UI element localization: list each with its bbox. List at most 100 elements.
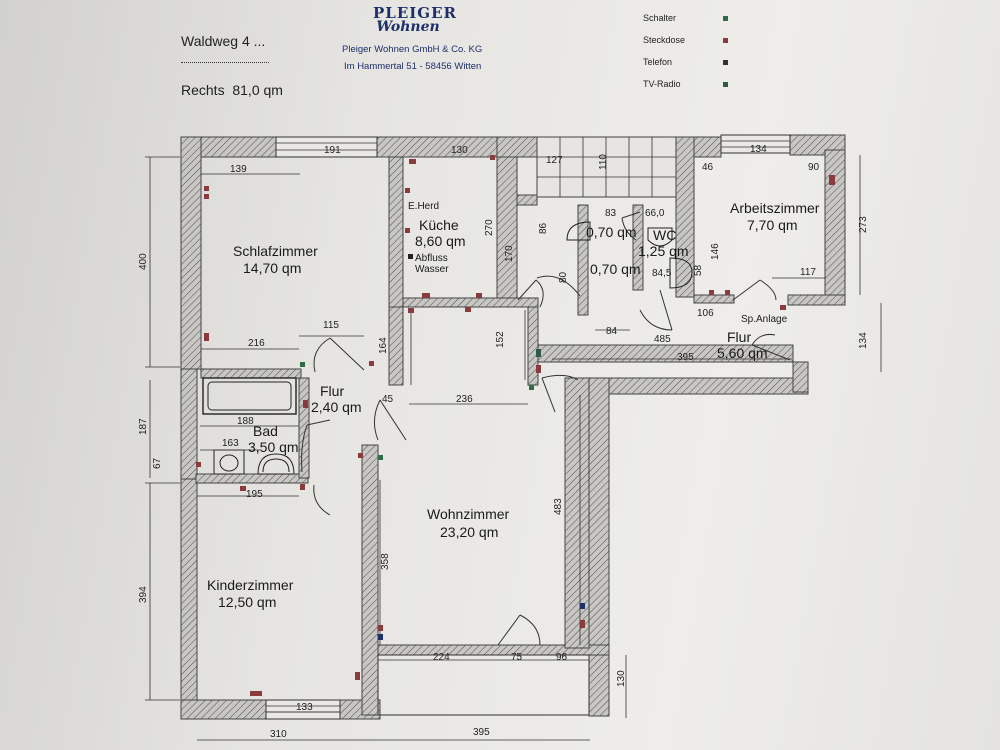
socket-marker [303, 400, 308, 408]
room-area-kinderzimmer: 12,50 qm [218, 594, 276, 610]
legend-item-swatch [723, 60, 728, 65]
dim-label: 164 [378, 337, 389, 354]
room-name-wc: WC [653, 227, 676, 243]
room-name-kueche: Küche [419, 217, 459, 233]
dim-label: 395 [677, 352, 694, 363]
electrical-markers [196, 155, 835, 696]
dim-label: 117 [800, 267, 816, 278]
legend-item: Schalter [643, 13, 743, 27]
dimension-labels: 191 130 127 110 134 46 90 139 400 270 17… [138, 144, 869, 740]
legend-item-label: Schalter [643, 13, 677, 23]
address-text: Waldweg 4 ... [181, 33, 266, 49]
legend-item-label: TV-Radio [643, 79, 681, 89]
unit-area-text: Rechts 81,0 qm [181, 82, 283, 98]
dim-label: 80 [558, 271, 569, 283]
socket-marker [300, 484, 305, 490]
switch-marker [378, 455, 383, 460]
switch-marker [529, 385, 534, 390]
dim-label: 134 [750, 144, 767, 155]
room-name-kinderzimmer: Kinderzimmer [207, 577, 294, 593]
wc-toilet [647, 227, 673, 247]
company-name-text: Pleiger Wohnen GmbH & Co. KG [342, 44, 483, 55]
dim-label: 127 [546, 155, 563, 166]
label-wasser: Wasser [415, 264, 449, 275]
water-marker [408, 254, 413, 259]
dim-label: 83 [605, 208, 617, 219]
socket-marker [250, 691, 262, 696]
dim-label: 96 [556, 652, 568, 663]
dim-label: 187 [138, 418, 149, 435]
tv-marker [580, 603, 585, 609]
socket-marker [408, 308, 414, 313]
windows [265, 134, 791, 720]
abstell-sink [566, 221, 591, 241]
dim-label: 270 [484, 219, 495, 236]
label-sp-anlage: Sp.Anlage [741, 314, 788, 325]
dim-label: 395 [473, 727, 490, 738]
dim-label: 139 [230, 164, 247, 175]
label-abfluss: Abfluss [415, 253, 448, 264]
socket-marker [465, 307, 471, 312]
dim-label: 90 [808, 162, 820, 173]
room-area-wohnzimmer: 23,20 qm [440, 524, 498, 540]
switch-marker [300, 362, 305, 367]
socket-marker [829, 175, 835, 185]
socket-marker [409, 159, 416, 164]
interior-walls [195, 136, 794, 716]
socket-marker [490, 155, 495, 160]
dim-label: 236 [456, 394, 473, 405]
bath-fixtures [202, 221, 693, 475]
socket-marker [580, 620, 585, 628]
switch-marker [536, 349, 541, 357]
legend-item-swatch [723, 38, 728, 43]
socket-marker [204, 333, 209, 341]
room-area-abstell-b: 0,70 qm [590, 261, 641, 277]
dim-label: 152 [495, 331, 506, 348]
dim-label: 46 [702, 162, 714, 173]
bad-toilet [213, 449, 245, 475]
socket-marker [204, 186, 209, 191]
bad-sink [257, 453, 295, 475]
dim-label: 224 [433, 652, 450, 663]
dim-label: 195 [246, 489, 263, 500]
doors [301, 211, 791, 646]
dim-label: 66,0 [645, 208, 665, 219]
dim-label: 130 [616, 670, 627, 687]
socket-marker [536, 365, 541, 373]
dim-label: 84 [606, 326, 618, 337]
room-area-flur-gross: 5,60 qm [717, 345, 768, 361]
dim-label: 400 [138, 253, 149, 270]
room-area-wc: 1,25 qm [638, 243, 689, 259]
dim-label: 130 [451, 145, 468, 156]
socket-marker [240, 486, 246, 491]
tv-marker [378, 634, 383, 640]
room-area-kueche: 8,60 qm [415, 233, 466, 249]
dim-label: 133 [296, 702, 313, 713]
socket-marker [378, 625, 383, 631]
address-underline [181, 62, 269, 63]
dim-label: 84,5 [652, 268, 672, 279]
room-name-flur-klein: Flur [320, 383, 344, 399]
dim-label: 86 [538, 222, 549, 234]
legend-item: Steckdose [643, 35, 743, 49]
room-area-abstell-a: 0,70 qm [586, 224, 637, 240]
legend-item-swatch [723, 82, 728, 87]
dim-label: 45 [382, 394, 394, 405]
logo-top-text: PLEIGER [373, 4, 457, 22]
dim-label: 273 [858, 216, 869, 233]
dim-label: 485 [654, 334, 671, 345]
label-e-herd: E.Herd [408, 201, 439, 212]
room-name-schlafzimmer: Schlafzimmer [233, 243, 318, 259]
socket-marker [196, 462, 201, 467]
company-address-text: Im Hammertal 51 - 58456 Witten [344, 61, 482, 72]
socket-marker [369, 361, 374, 366]
exterior-walls [180, 134, 846, 720]
socket-marker [358, 453, 363, 458]
legend-item-label: Steckdose [643, 35, 686, 45]
dim-label: 110 [598, 154, 609, 170]
dim-label: 134 [858, 332, 869, 349]
dim-label: 146 [710, 243, 721, 260]
socket-marker [422, 293, 430, 298]
